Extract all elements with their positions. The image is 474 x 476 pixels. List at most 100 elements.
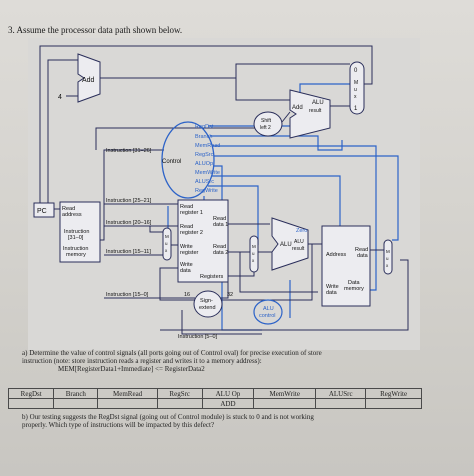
question-heading: 3. Assume the processor data path shown …: [8, 25, 183, 35]
svg-text:M: M: [165, 234, 169, 239]
label-instr-15-11: Instruction [15–11]: [106, 249, 151, 255]
label-instr-31-26: Instruction [31–26]: [106, 148, 152, 154]
mux-regdst: M u x: [162, 227, 172, 261]
svg-text:result: result: [292, 246, 305, 252]
wire-regsrc: [214, 155, 399, 241]
wire-shift-to-add: [281, 111, 291, 123]
data-memory: Address Read data Write data Data memory: [321, 225, 371, 307]
svg-text:data: data: [180, 268, 192, 274]
svg-text:Read: Read: [180, 204, 193, 210]
table-header: MemWrite: [253, 388, 317, 399]
adder-left-label: Add: [82, 77, 95, 84]
label-16: 16: [184, 292, 190, 298]
svg-text:ALU: ALU: [294, 239, 304, 245]
svg-text:Write: Write: [326, 284, 339, 290]
shift-label-top: Shift: [261, 118, 272, 124]
constant-four: 4: [58, 94, 62, 101]
svg-text:Data: Data: [348, 280, 361, 286]
label-instr-15-0: Instruction [15–0]: [106, 292, 149, 298]
wire-pcplus4: [100, 63, 350, 79]
svg-text:Sign-: Sign-: [200, 298, 213, 304]
mux-top-m: M: [354, 80, 358, 86]
label-32: 32: [227, 292, 233, 298]
svg-text:data 1: data 1: [213, 222, 228, 228]
wire-writeback: [159, 244, 313, 301]
alu-label: ALU: [280, 242, 292, 248]
mux-top-0: 0: [354, 68, 358, 74]
program-counter: PC: [33, 202, 55, 218]
table-value-row: ADD: [7, 398, 422, 409]
svg-text:Instruction: Instruction: [63, 246, 88, 252]
signal-branch: Branch: [195, 134, 212, 140]
signal-regwrite: RegWrite: [195, 188, 218, 194]
table-cell: [315, 398, 367, 409]
question-a: a) Determine the value of control signal…: [22, 349, 414, 373]
table-header: RegSrc: [156, 388, 203, 399]
question-b-line-1: b) Our testing suggests the RegDst signa…: [22, 413, 314, 421]
table-header: ALU Op: [201, 388, 255, 399]
svg-text:register 2: register 2: [180, 230, 203, 236]
label-instr-20-16: Instruction [20–16]: [106, 220, 152, 226]
control-label: Control: [162, 159, 181, 165]
svg-text:x: x: [252, 258, 255, 263]
signal-alusrc: ALUSrc: [195, 179, 214, 185]
svg-text:Read: Read: [355, 247, 368, 253]
table-cell: [156, 398, 203, 409]
question-b-line-2: properly. Which type of instructions wil…: [22, 421, 215, 429]
mux-top: 0 M u x 1: [349, 61, 365, 115]
svg-text:Read: Read: [213, 244, 226, 250]
wire-memwrite: [212, 175, 341, 232]
question-a-line-3: MEM[RegisterData1+Immediate] <= Register…: [58, 365, 205, 373]
adder-right-label: Add: [292, 105, 303, 111]
svg-text:M: M: [252, 244, 256, 249]
mux-memtoreg: M u x: [383, 239, 393, 275]
svg-text:extend: extend: [199, 305, 216, 311]
wire-memread: [210, 135, 343, 151]
svg-text:memory: memory: [66, 252, 86, 258]
table-header: RegWrite: [365, 388, 422, 399]
wire-readdata2-to-mem: [239, 252, 318, 293]
wire-pcplus4-to-add2: [235, 78, 290, 101]
table-cell: ADD: [201, 398, 255, 409]
mux-top-1: 1: [354, 106, 358, 112]
table-cell: [253, 398, 317, 409]
adder-right: Add ALU result: [289, 89, 331, 139]
table-cell: [53, 398, 99, 409]
wire-alusrc: [208, 185, 259, 245]
question-a-line-2: instruction (note: store instruction rea…: [22, 357, 262, 365]
table-header: MemRead: [97, 388, 158, 399]
svg-text:register: register: [180, 250, 199, 256]
mux-alusrc: M u x: [249, 235, 259, 273]
svg-text:x: x: [386, 263, 389, 268]
address-label: Address: [326, 252, 346, 258]
svg-text:register 1: register 1: [180, 210, 203, 216]
adder-left: Add: [77, 53, 101, 103]
svg-text:x: x: [165, 248, 168, 253]
svg-text:u: u: [386, 256, 389, 261]
signal-aluop: ALUOp: [195, 161, 213, 167]
svg-text:u: u: [165, 241, 168, 246]
question-a-line-1: a) Determine the value of control signal…: [22, 349, 322, 357]
label-instr-5-0: Instruction [5–0]: [178, 334, 218, 340]
table-header: Branch: [53, 388, 99, 399]
svg-text:data 2: data 2: [213, 250, 228, 256]
signal-memwrite: MemWrite: [195, 170, 220, 176]
adder-right-alu: ALU: [312, 100, 324, 106]
svg-text:[31–0]: [31–0]: [68, 235, 84, 241]
signal-regdst: RegDst: [195, 124, 214, 130]
signal-memtoreg: RegSrc: [195, 152, 214, 158]
control-signal-labels: RegDst Branch MemRead RegSrc ALUOp MemWr…: [195, 124, 220, 194]
svg-text:Read: Read: [180, 224, 193, 230]
svg-text:memory: memory: [344, 286, 364, 292]
wire-instr-31-26: [100, 149, 164, 241]
shift-label-bottom: left 2: [260, 125, 271, 131]
registers-label: Registers: [200, 274, 223, 280]
adder-right-result: result: [309, 108, 322, 114]
sign-extend: Sign- extend 16 32: [184, 290, 233, 318]
svg-text:Read: Read: [62, 206, 75, 212]
svg-text:M: M: [386, 249, 390, 254]
question-b: b) Our testing suggests the RegDst signa…: [22, 413, 414, 429]
table-header: ALUSrc: [315, 388, 367, 399]
